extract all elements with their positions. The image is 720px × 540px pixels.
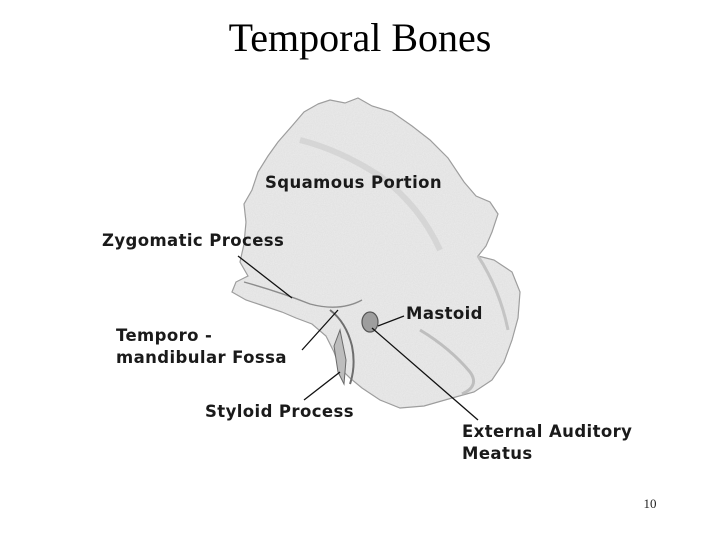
label-styloid-process: Styloid Process <box>205 402 354 421</box>
external-auditory-meatus-leader-line <box>371 327 479 421</box>
temporo-mandibular-leader-line <box>301 309 339 351</box>
mastoid-leader-line <box>377 315 405 327</box>
bone-texture <box>232 98 520 408</box>
fossa-shadow <box>329 309 355 385</box>
label-mastoid: Mastoid <box>406 304 483 323</box>
edge-shade <box>476 255 510 331</box>
label-temporo-line2: mandibular Fossa <box>116 348 287 367</box>
label-zygomatic-process: Zygomatic Process <box>102 231 285 250</box>
zygomatic-leader-line <box>237 255 293 299</box>
label-external-auditory-meatus: External Auditory Meatus <box>462 421 632 465</box>
zygomatic-ridge <box>243 281 363 308</box>
label-squamous-portion: Squamous Portion <box>265 173 443 192</box>
label-eam-line1: External Auditory <box>462 422 633 441</box>
label-eam-line2: Meatus <box>462 444 533 463</box>
styloid-shape <box>333 328 347 386</box>
label-temporomandibular-fossa: Temporo - mandibular Fossa <box>116 325 287 369</box>
squamous-shade <box>299 137 443 252</box>
page-number: 10 <box>643 496 657 511</box>
mastoid-shade <box>419 328 476 396</box>
styloid-leader-line <box>303 371 341 401</box>
slide-title: Temporal Bones <box>228 15 492 60</box>
meatus-opening <box>361 311 379 333</box>
label-temporo-line1: Temporo - <box>116 326 213 345</box>
